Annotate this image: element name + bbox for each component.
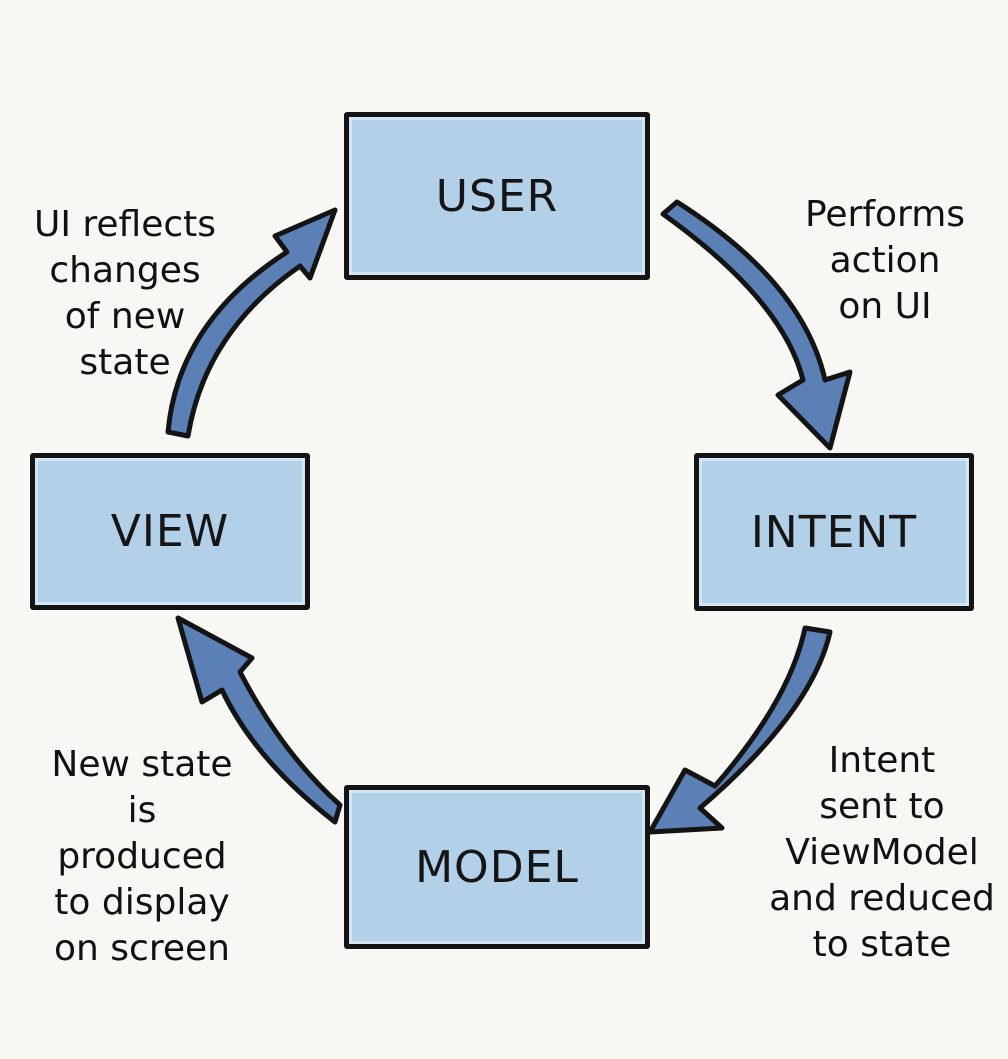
arrow-intent-to-model (647, 625, 833, 835)
caption-user-to-intent: Performs action on UI (790, 192, 980, 330)
caption-line: on screen (54, 928, 230, 969)
user-node: USER (344, 112, 650, 280)
arrow-view-to-user (165, 207, 338, 439)
caption-line: Performs (804, 194, 966, 235)
caption-line: on UI (838, 286, 932, 327)
intent-node: INTENT (694, 453, 974, 611)
caption-line: to state (812, 924, 952, 965)
arrow-user-to-intent (660, 199, 853, 451)
caption-line: to display (54, 882, 230, 923)
caption-line: is (127, 790, 157, 831)
caption-line: produced (57, 836, 227, 877)
arrow-model-to-view (175, 615, 343, 825)
caption-model-to-view: New state is produced to display on scre… (22, 742, 262, 972)
caption-intent-to-model: Intent sent to ViewModel and reduced to … (762, 738, 1002, 968)
view-node: VIEW (30, 453, 310, 610)
caption-line: Intent (828, 740, 936, 781)
intent-label: INTENT (750, 506, 918, 558)
caption-line: action (829, 240, 941, 281)
caption-view-to-user: UI reflects changes of new state (20, 202, 230, 386)
user-label: USER (435, 170, 559, 222)
caption-line: changes (49, 250, 201, 291)
caption-line: and reduced (769, 878, 995, 919)
caption-line: of new (64, 296, 186, 337)
caption-line: state (79, 342, 171, 383)
model-label: MODEL (415, 841, 579, 893)
caption-line: ViewModel (785, 832, 979, 873)
view-label: VIEW (110, 506, 230, 557)
caption-line: sent to (819, 786, 945, 827)
model-node: MODEL (344, 785, 650, 949)
caption-line: UI reflects (33, 204, 217, 245)
caption-line: New state (51, 744, 233, 785)
